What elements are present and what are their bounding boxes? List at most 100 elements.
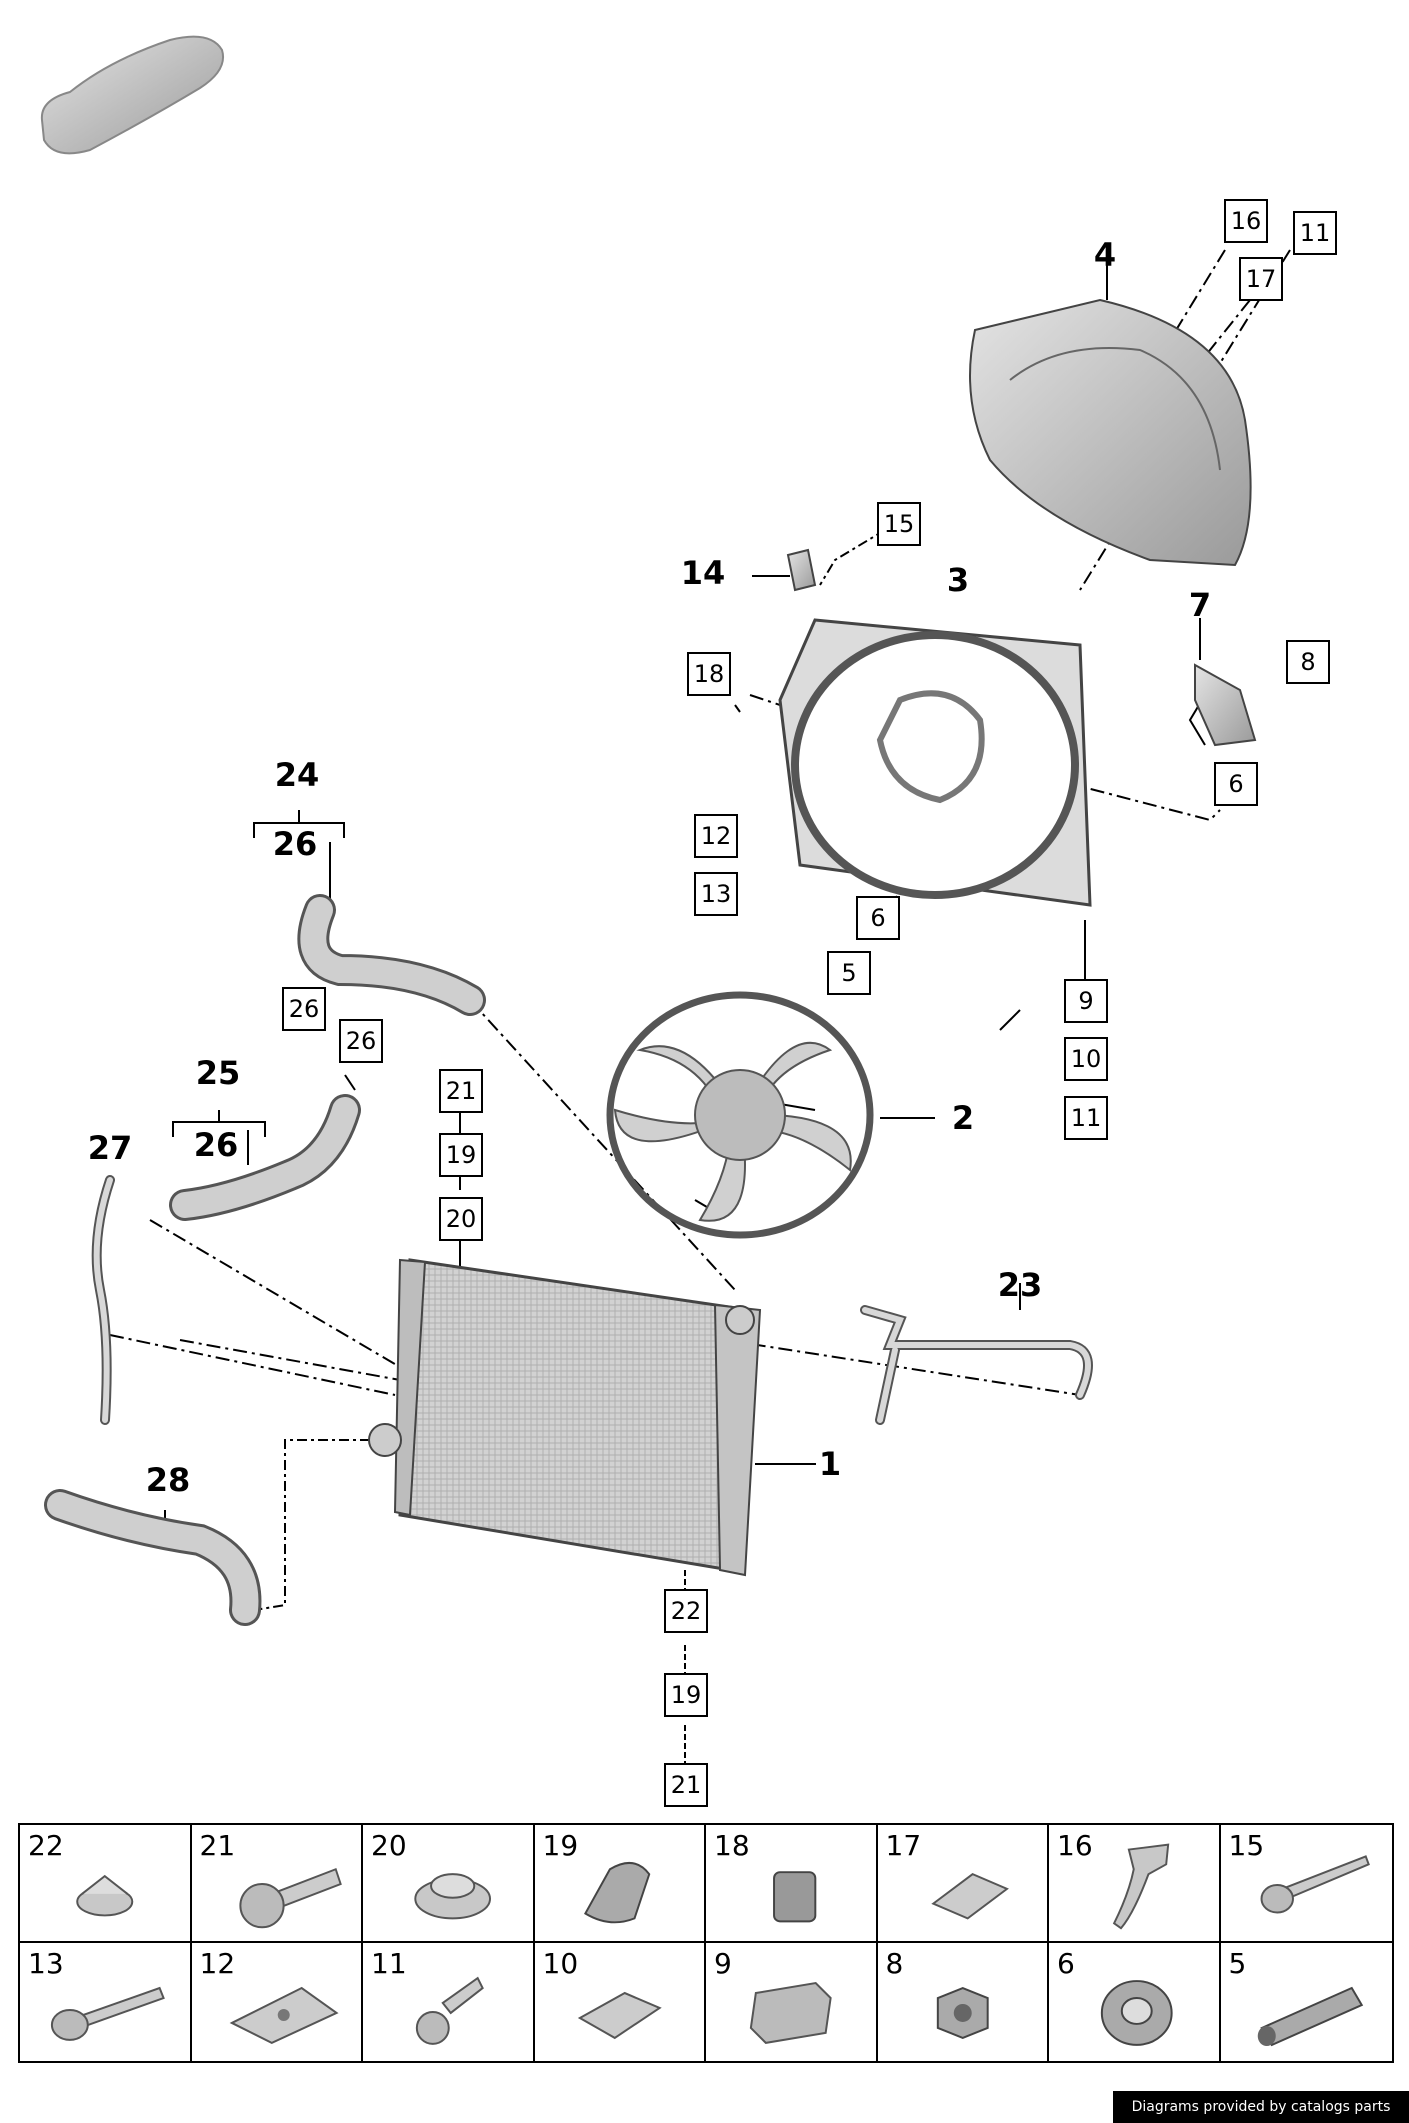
small-bracket [786,548,817,592]
svg-text:11: 11 [1071,1104,1102,1132]
svg-text:16: 16 [1231,207,1262,235]
grid-cell-22[interactable]: 22 [20,1825,192,1943]
grid-cell-19[interactable]: 19 [534,1825,706,1943]
radiator [368,1258,762,1577]
grid-number: 12 [199,1947,236,1980]
svg-text:5: 5 [841,959,856,987]
hex-nut-icon [936,1986,989,2039]
svg-text:19: 19 [671,1681,702,1709]
callout-9: 9 [1064,979,1108,1023]
label-28: 28 [146,1461,191,1499]
svg-text:19: 19 [446,1141,477,1169]
label-4: 4 [1094,236,1116,274]
spring-clip-icon [930,1873,1009,1920]
svg-text:18: 18 [694,660,725,688]
grid-number: 20 [371,1829,407,1862]
label-2: 2 [952,1099,974,1137]
grid-number: 9 [714,1947,732,1980]
grid-cell-16[interactable]: 16 [1049,1825,1221,1943]
svg-text:12: 12 [701,822,732,850]
grid-cell-21[interactable]: 21 [191,1825,363,1943]
grid-number: 22 [28,1829,64,1862]
grid-cell-17[interactable]: 17 [877,1825,1049,1943]
grid-cell-20[interactable]: 20 [363,1825,535,1943]
svg-text:6: 6 [870,904,885,932]
small-parts-grid: 22 21 20 19 18 17 16 15 13 12 11 10 [18,1823,1394,2063]
label-14: 14 [681,554,726,592]
callout-21-bot: 21 [664,1763,708,1807]
grid-cell-13[interactable]: 13 [20,1943,192,2061]
grid-cell-12[interactable]: 12 [192,1943,363,2061]
callout-15: 15 [877,502,921,546]
callout-16-top: 16 [1224,199,1268,243]
clip-block-icon [773,1871,817,1923]
grid-number: 6 [1057,1947,1075,1980]
svg-text:8: 8 [1300,648,1315,676]
exploded-parts-diagram: 16 11 17 15 18 8 6 12 13 6 5 9 10 11 26 … [40,35,1337,1807]
holder-icon [749,1981,832,2044]
fan-shroud [969,298,1252,567]
callout-11-top: 11 [1293,211,1337,255]
callout-26-b: 26 [339,1019,383,1063]
label-26-b: 26 [194,1126,239,1164]
grid-cell-8[interactable]: 8 [878,1943,1049,2061]
screw-icon [1260,1855,1370,1914]
callout-12: 12 [694,814,738,858]
bolt-icon [238,1867,342,1929]
label-24: 24 [275,756,320,794]
group-brackets [172,810,345,1137]
plate-icon [229,1986,339,2044]
grid-number: 16 [1057,1829,1093,1862]
callout-26-a: 26 [282,987,326,1031]
svg-text:21: 21 [671,1771,702,1799]
sleeve-icon [1257,1986,1363,2047]
fan-frame [778,618,1092,907]
callout-10: 10 [1064,1037,1108,1081]
svg-text:6: 6 [1228,770,1243,798]
grid-number: 18 [714,1829,750,1862]
callout-8: 8 [1286,640,1330,684]
callout-22: 22 [664,1589,708,1633]
label-1: 1 [819,1445,841,1483]
svg-text:10: 10 [1071,1045,1102,1073]
label-23: 23 [998,1266,1043,1304]
hoses [44,894,1093,1626]
credit-banner: Diagrams provided by catalogs parts [1113,2091,1409,2123]
bracket-icon [1112,1843,1170,1930]
callout-19-bot: 19 [664,1673,708,1717]
callout-13: 13 [694,872,738,916]
svg-text:22: 22 [671,1597,702,1625]
rubber-mount-icon [1100,1980,1173,2046]
grid-cell-9[interactable]: 9 [706,1943,878,2061]
bold-labels: 4 14 3 7 24 26 2 25 26 27 23 1 28 [88,236,1211,1499]
label-3: 3 [947,561,969,599]
label-26-a: 26 [273,825,318,863]
svg-text:15: 15 [884,510,915,538]
grid-cell-18[interactable]: 18 [706,1825,878,1943]
grommet-icon [583,1862,650,1924]
nut-icon [76,1874,134,1917]
grid-cell-10[interactable]: 10 [535,1943,706,2061]
callout-20: 20 [439,1197,483,1241]
callout-6-right: 6 [1214,762,1258,806]
grid-number: 10 [542,1947,579,1980]
svg-text:26: 26 [346,1027,377,1055]
svg-text:26: 26 [289,995,320,1023]
grid-cell-5[interactable]: 5 [1221,1943,1393,2061]
callout-boxes: 16 11 17 15 18 8 6 12 13 6 5 9 10 11 26 … [282,199,1337,1807]
grid-number: 19 [542,1829,579,1862]
grid-cell-15[interactable]: 15 [1220,1825,1392,1943]
svg-text:20: 20 [446,1205,477,1233]
callout-18: 18 [687,652,731,696]
svg-text:9: 9 [1078,987,1093,1015]
flange-bolt-icon [50,1986,165,2041]
vehicle-thumbnail [40,35,224,155]
grid-cell-11[interactable]: 11 [363,1943,535,2061]
push-rivet-icon [415,1976,484,2045]
callout-5: 5 [827,951,871,995]
label-7: 7 [1189,586,1211,624]
bracket [1194,663,1257,747]
grid-cell-6[interactable]: 6 [1049,1943,1221,2061]
cap-icon [414,1873,492,1920]
callout-11-low: 11 [1064,1096,1108,1140]
